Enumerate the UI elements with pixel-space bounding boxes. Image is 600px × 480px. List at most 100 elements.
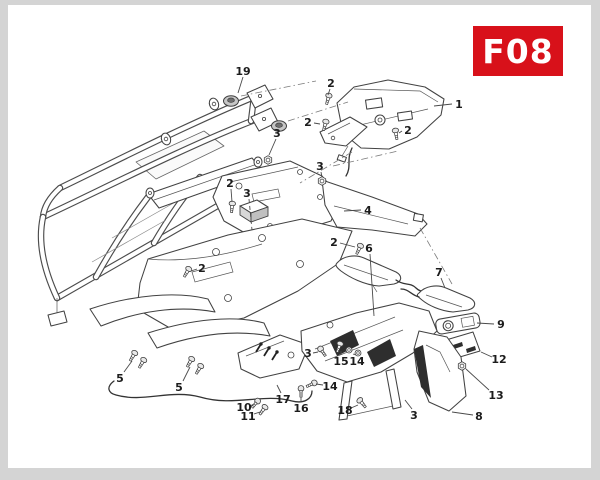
screw-glyph	[137, 356, 148, 369]
screw-glyph	[182, 265, 193, 278]
leader-line	[320, 171, 323, 178]
callout-2: 2	[304, 116, 312, 129]
stud-glyph	[263, 346, 271, 357]
leader-line	[249, 403, 255, 407]
mudguard-arm-drawing	[300, 302, 438, 421]
callout-5: 5	[175, 381, 183, 394]
fastener-glyphs	[128, 92, 467, 416]
stud-glyph	[271, 350, 279, 361]
page-code-label: F08	[482, 31, 554, 71]
leader-line	[268, 138, 277, 156]
callout-6: 6	[365, 242, 373, 255]
screw-glyph	[356, 397, 367, 409]
callout-18: 18	[337, 404, 352, 417]
leader-line	[350, 404, 359, 409]
construction-line	[240, 80, 317, 97]
seat-lock-cable-drawing	[108, 380, 313, 403]
stud-glyph	[255, 342, 263, 353]
leader-line	[123, 360, 133, 373]
callout-3: 3	[243, 187, 251, 200]
construction-lines	[240, 80, 453, 285]
grommet-glyph	[223, 95, 239, 107]
leader-line	[190, 268, 198, 272]
construction-line	[287, 101, 349, 122]
bolt-glyph	[317, 345, 327, 358]
screw-glyph	[258, 404, 269, 416]
leader-line	[480, 351, 493, 358]
washer-glyph	[354, 349, 362, 357]
callout-17: 17	[275, 393, 290, 406]
callout-14: 14	[322, 380, 338, 393]
washer-glyph	[345, 346, 353, 354]
callout-9: 9	[497, 318, 505, 331]
screw-glyph	[325, 92, 333, 105]
leader-line	[433, 103, 453, 107]
nut-glyph	[263, 155, 273, 165]
leader-line	[451, 411, 474, 416]
leader-line	[369, 253, 375, 317]
subframe-drawing	[37, 93, 277, 327]
leader-line	[465, 368, 490, 391]
leader-line	[339, 242, 356, 248]
callout-2: 2	[330, 236, 338, 249]
callout-3: 3	[410, 409, 418, 422]
callout-11: 11	[240, 410, 255, 423]
screw-glyph	[355, 242, 364, 255]
construction-line	[299, 151, 353, 184]
callout-16: 16	[293, 402, 309, 415]
callout-3: 3	[304, 347, 312, 360]
screw-glyph	[335, 340, 344, 353]
callout-12: 12	[491, 353, 506, 366]
side-panels-drawing	[89, 294, 271, 349]
screw-glyph	[322, 118, 330, 131]
callout-2: 2	[404, 124, 412, 137]
leader-line	[182, 366, 191, 382]
screw-glyph	[128, 349, 139, 362]
callout-4: 4	[364, 204, 372, 217]
leader-line	[352, 353, 357, 356]
nut-glyph	[317, 176, 327, 186]
taillight-bracket-drawing	[319, 116, 368, 163]
nut-glyph	[457, 361, 467, 371]
bolt-glyph	[250, 397, 261, 409]
callout-8: 8	[475, 410, 483, 423]
leader-line	[315, 383, 324, 386]
grommet-glyph	[271, 120, 287, 132]
turn-signal-left-drawing	[335, 255, 433, 297]
callout-3: 3	[316, 160, 324, 173]
callout-7: 7	[435, 266, 443, 279]
callout-2: 2	[327, 77, 335, 90]
construction-line	[419, 227, 453, 285]
callout-2: 2	[198, 262, 206, 275]
undertray-drawing	[212, 160, 428, 238]
callout-1: 1	[455, 98, 463, 111]
crossmember-drawing	[145, 84, 279, 209]
callout-14: 14	[349, 355, 365, 368]
screw-glyph	[228, 200, 236, 213]
bolt-glyph	[297, 385, 305, 398]
callout-3: 3	[273, 127, 281, 140]
leader-line	[230, 188, 233, 203]
leader-line	[253, 411, 261, 415]
leader-line	[313, 122, 321, 125]
page-code-badge: F08	[473, 26, 563, 76]
leader-line	[248, 198, 253, 231]
turn-signal-right-drawing	[400, 285, 476, 313]
leader-line	[276, 384, 282, 394]
leader-line	[312, 351, 319, 354]
screw-glyph	[391, 127, 399, 140]
bolt-glyph	[305, 379, 318, 388]
leader-line	[440, 277, 446, 289]
leader-line	[398, 130, 403, 134]
rear-light-unit-drawing	[435, 312, 481, 335]
callout-5: 5	[116, 372, 124, 385]
screw-glyph	[185, 355, 196, 368]
callout-13: 13	[488, 389, 503, 402]
callout-2: 2	[226, 177, 234, 190]
leader-line	[476, 322, 495, 325]
leader-line	[237, 76, 244, 94]
leader-line	[404, 399, 413, 410]
